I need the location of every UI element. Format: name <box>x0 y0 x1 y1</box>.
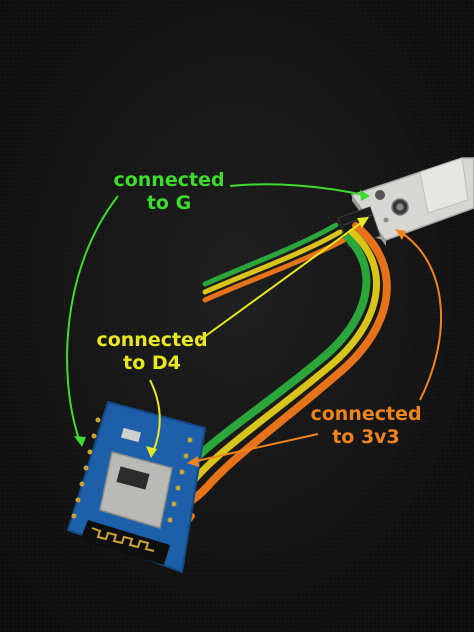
wemos-d1-mini-board <box>66 400 207 574</box>
annotation-label-d4: connected to D4 <box>86 329 218 375</box>
arrow-3v3-to-sensor <box>399 231 443 401</box>
arrowhead-d4-board <box>146 446 157 458</box>
arrowhead-3v3-board <box>187 456 199 467</box>
annotation-label-3v3: connected to 3v3 <box>300 403 432 449</box>
arrow-d4-to-board <box>149 379 161 453</box>
annotation-arrows <box>66 183 443 467</box>
annotation-g-line2: to G <box>146 192 192 214</box>
arrow-g-to-board <box>66 195 119 443</box>
arrowhead-d4-sensor <box>357 217 369 228</box>
annotation-d4-line1: connected <box>96 329 208 351</box>
annotation-d4-line2: to D4 <box>123 352 181 374</box>
annotation-label-g: connected to G <box>103 169 235 215</box>
arrow-3v3-to-board <box>191 433 319 463</box>
arrowhead-g-board <box>74 436 86 447</box>
annotation-3v3-line1: connected <box>310 403 422 425</box>
arrowhead-g-sensor <box>360 190 370 201</box>
arrow-g-to-sensor <box>229 183 369 197</box>
annotation-g-line1: connected <box>113 169 225 191</box>
arrow-d4-to-sensor <box>199 219 366 341</box>
annotation-3v3-line2: to 3v3 <box>332 426 400 448</box>
arrowhead-3v3-sensor <box>395 229 406 240</box>
